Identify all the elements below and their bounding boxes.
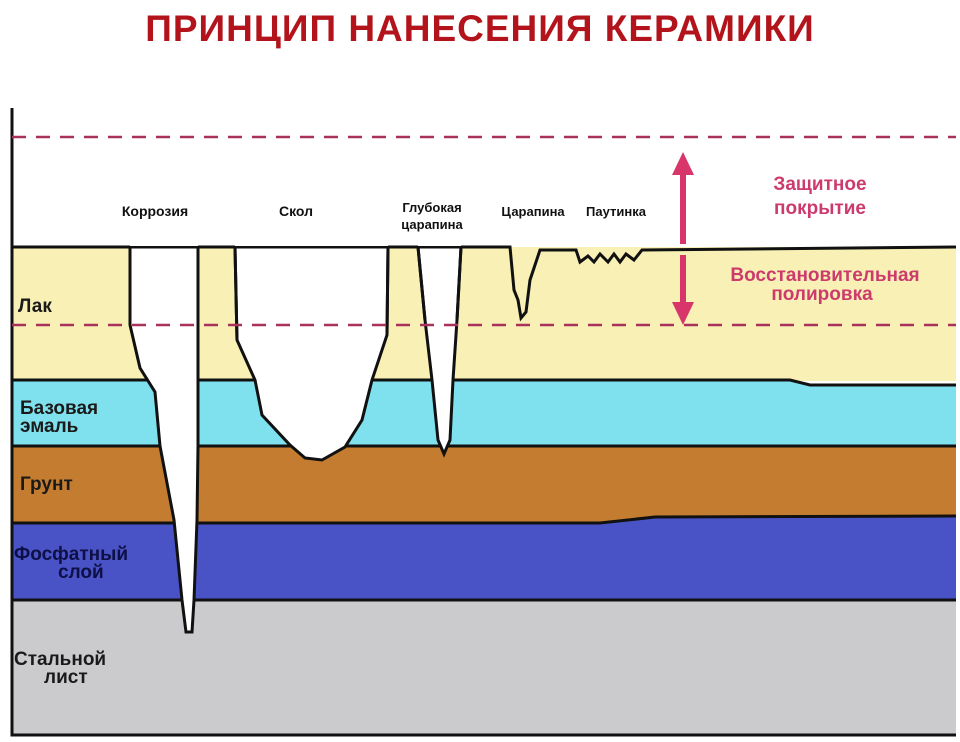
frame xyxy=(10,108,956,737)
label-scratch: Царапина xyxy=(501,204,565,219)
label-polishing-2: полировка xyxy=(771,284,873,305)
arrow-down-icon xyxy=(672,255,694,325)
label-polishing-1: Восстановительная xyxy=(730,265,919,286)
label-protective-2: покрытие xyxy=(774,198,866,219)
label-protective-1: Защитное xyxy=(773,174,866,195)
steel-layer xyxy=(12,598,956,735)
label-primer: Грунт xyxy=(20,474,73,495)
lacquer-surface xyxy=(12,245,957,322)
diagram-title: ПРИНЦИП НАНЕСЕНИЯ КЕРАМИКИ xyxy=(145,8,815,49)
label-swirl: Паутинка xyxy=(586,204,647,219)
phosphate-layer xyxy=(12,516,956,600)
label-deep-scratch-2: царапина xyxy=(401,217,463,232)
primer-layer xyxy=(12,446,956,523)
label-corrosion: Коррозия xyxy=(122,203,188,219)
enamel-layer xyxy=(12,380,956,446)
label-enamel-1: Базовая xyxy=(20,398,98,419)
label-enamel-2: эмаль xyxy=(20,416,78,437)
label-deep-scratch-1: Глубокая xyxy=(402,200,461,215)
arrow-up-icon xyxy=(672,152,694,244)
label-phosphate-2: слой xyxy=(58,562,104,583)
label-lacquer: Лак xyxy=(18,296,52,317)
label-steel-2: лист xyxy=(44,667,88,688)
label-chip: Скол xyxy=(279,203,313,219)
label-phosphate-1: Фосфатный xyxy=(14,544,128,565)
label-steel-1: Стальной xyxy=(14,649,106,670)
corrosion-pit xyxy=(128,245,200,634)
